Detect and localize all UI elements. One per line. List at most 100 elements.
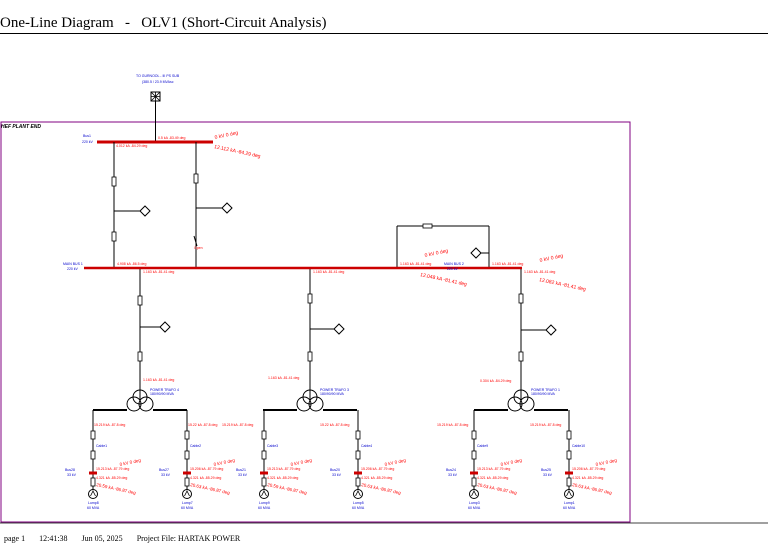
lump-breaker[interactable] — [566, 477, 572, 487]
cable-breaker[interactable] — [261, 430, 267, 440]
secondary-current-label: 15.22 kA -87.8 deg — [320, 423, 349, 427]
meter-icon[interactable] — [333, 323, 345, 335]
lump-rating: 60 MVA — [181, 506, 194, 510]
lv-fault-voltage: 0 kV 0 deg — [119, 458, 142, 467]
lv-branch-current: 4.321 kA -85.29 deg — [572, 476, 603, 480]
lv-fault-total: 20.63 kA -86.87 deg — [572, 482, 613, 495]
cable-breaker[interactable] — [184, 450, 190, 460]
lump-breaker[interactable] — [261, 477, 267, 487]
bus1-name: Bus1 — [83, 134, 91, 138]
secondary-current-label: 15.219 kA -87.8 deg — [94, 423, 125, 427]
open-switch[interactable] — [193, 235, 198, 247]
branch-label-b: 4.908 kA -86.5 deg — [117, 262, 146, 266]
lv-bus-kv: 33 kV — [543, 473, 553, 477]
lv-bus-name: Bus20 — [330, 468, 340, 472]
cable-breaker[interactable] — [566, 430, 572, 440]
lv-fault-voltage: 0 kV 0 deg — [595, 458, 618, 467]
cable-name: Cable4 — [361, 444, 372, 448]
breaker-trafo3[interactable] — [307, 293, 313, 304]
lv-branch-current: 4.321 kA -85.29 deg — [96, 476, 127, 480]
cable-breaker[interactable] — [566, 450, 572, 460]
measurement-icons — [139, 202, 557, 336]
lv-fault-current: 15.213 kA -87.79 deg — [96, 467, 129, 471]
breaker-bus1-right[interactable] — [193, 173, 199, 184]
lump-rating: 60 MVA — [258, 506, 271, 510]
motor-load-icon[interactable] — [564, 489, 574, 499]
bus1-fault-label: 4.012 kA -84.29 deg — [116, 144, 147, 148]
motor-load-icon[interactable] — [259, 489, 269, 499]
cable-breaker[interactable] — [184, 430, 190, 440]
motor-load-glyph — [261, 490, 267, 497]
branch-label-h: 1.163 kA -81.41 deg — [143, 378, 174, 382]
motor-load-icon[interactable] — [182, 489, 192, 499]
breaker-trafo4-lower[interactable] — [137, 351, 143, 362]
lump-rating: 60 MVA — [468, 506, 481, 510]
lv-fault-current: 15.206 kA -87.79 deg — [572, 467, 605, 471]
fault-bus1-voltage: 0 kV 0 deg — [214, 130, 239, 141]
lump-name: Lump9 — [259, 501, 270, 505]
secondary-current-label: 15.219 kA -87.8 deg — [222, 423, 253, 427]
lv-branch-current: 4.321 kA -85.29 deg — [477, 476, 508, 480]
breaker-trafo1[interactable] — [518, 293, 524, 304]
breaker-bus-tie[interactable] — [422, 223, 433, 229]
footer-page: page 1 — [4, 534, 26, 543]
fault-bus1-current: 12.112 kA -84.29 deg — [214, 144, 262, 160]
lv-fault-current: 15.206 kA -87.79 deg — [361, 467, 394, 471]
main-bus-2-name: MAIN BUS 2 — [444, 262, 464, 266]
secondary-current-label: 15.219 kA -87.8 deg — [437, 423, 468, 427]
motor-load-icon[interactable] — [469, 489, 479, 499]
lv-fault-current: 15.213 kA -87.79 deg — [267, 467, 300, 471]
cable-breaker[interactable] — [471, 430, 477, 440]
breaker-bus1-left[interactable] — [111, 176, 117, 187]
motor-load-icon[interactable] — [88, 489, 98, 499]
motor-load-glyph — [355, 490, 361, 497]
cable-breaker[interactable] — [355, 430, 361, 440]
lump-breaker[interactable] — [355, 477, 361, 487]
lv-branch-current: 4.321 kA -85.29 deg — [190, 476, 221, 480]
lump-rating: 60 MVA — [352, 506, 365, 510]
breaker-trafo4[interactable] — [137, 295, 143, 306]
lump-name: Lump1 — [564, 501, 575, 505]
fault-main2-current-b: 12.082 kA -81.41 deg — [539, 277, 587, 293]
breaker-bus1-left-lower[interactable] — [111, 231, 117, 242]
lv-fault-total: 20.59 kA -86.87 deg — [267, 482, 308, 495]
branch-label-i: 1.163 kA -81.41 deg — [268, 376, 299, 380]
cable-breaker[interactable] — [261, 450, 267, 460]
fault-main2-voltage-b: 0 kV 0 deg — [539, 253, 564, 264]
lv-bus-kv: 33 kV — [332, 473, 342, 477]
meter-icon[interactable] — [221, 202, 233, 214]
breaker-trafo1-lower[interactable] — [518, 351, 524, 362]
open-label: Open — [194, 246, 203, 250]
meter-icon[interactable] — [159, 321, 171, 333]
branch-label-e: 1.163 kA -81.41 deg — [400, 262, 431, 266]
meter-icon[interactable] — [139, 205, 151, 217]
lump-name: Lump5 — [353, 501, 364, 505]
motor-load-glyph — [471, 490, 477, 497]
motor-load-glyph — [566, 490, 572, 497]
frame-label: HEF PLANT END — [1, 124, 41, 130]
breaker-trafo3-lower[interactable] — [307, 351, 313, 362]
meter-icon[interactable] — [470, 247, 482, 259]
cable-name: Cable3 — [267, 444, 278, 448]
lump-name: Lump7 — [182, 501, 193, 505]
lv-bus-kv: 33 kV — [67, 473, 77, 477]
lump-breaker[interactable] — [471, 477, 477, 487]
transformer-winding-icon[interactable] — [132, 389, 148, 405]
lv-bus-name: Bus21 — [236, 468, 246, 472]
meter-icon[interactable] — [545, 324, 557, 336]
transformer-name: POWER TRAFO 1 — [531, 388, 560, 392]
lv-fault-total: 20.59 kA -86.87 deg — [96, 482, 137, 495]
motor-load-icon[interactable] — [353, 489, 363, 499]
cable-breaker[interactable] — [355, 450, 361, 460]
lump-breaker[interactable] — [90, 477, 96, 487]
branch-label-d: 1.163 kA -81.41 deg — [313, 270, 344, 274]
lump-breaker[interactable] — [184, 477, 190, 487]
cable-breaker[interactable] — [90, 430, 96, 440]
cable-breaker[interactable] — [90, 450, 96, 460]
footer-project: Project File: HARTAK POWER — [136, 534, 241, 543]
transformer-winding-icon[interactable] — [513, 389, 529, 405]
cable-breaker[interactable] — [471, 450, 477, 460]
source-label: TO GURNOOL - III PS SUB — [136, 74, 180, 78]
transformer-winding-icon[interactable] — [302, 389, 318, 405]
